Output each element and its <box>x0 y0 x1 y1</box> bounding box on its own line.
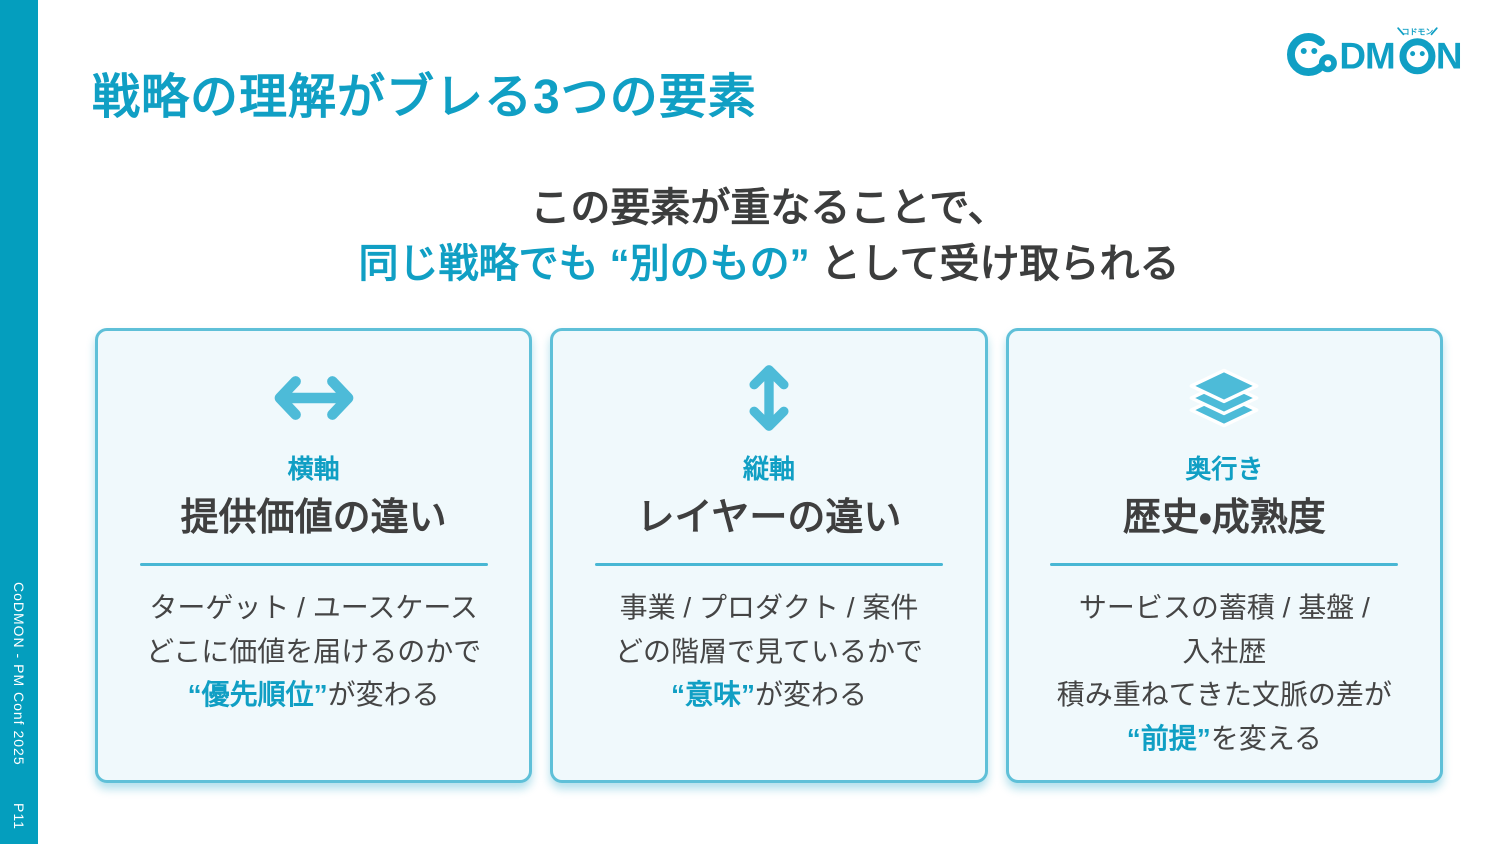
card-title: 提供価値の違い <box>180 496 447 539</box>
card-divider <box>595 563 943 567</box>
card-body-line: サービスの蓄積 / 基盤 / <box>1078 592 1370 624</box>
sidebar-footer-text: CoDMON - PM Conf 2025 <box>11 581 27 766</box>
slide-content: 戦略の理解がブレる3つの要素 DM コドモン N <box>38 0 1500 844</box>
lead-line2-rest: として受け取られる <box>809 241 1180 286</box>
card-title: 歴史・成熟度 <box>1122 496 1326 539</box>
card-body-line: “意味”が変わる <box>571 673 966 716</box>
card-horizontal-axis: 横軸 提供価値の違い ターゲット / ユースケース どこに価値を届けるのかで “… <box>95 327 533 783</box>
card-body-line: 入社歴 <box>1182 635 1267 667</box>
card-body-line: “前提”を変える <box>1027 717 1422 760</box>
card-depth: 奥行き 歴史・成熟度 サービスの蓄積 / 基盤 / 入社歴 積み重ねてきた文脈の… <box>1005 327 1443 783</box>
card-tail: が変わる <box>754 679 867 711</box>
sidebar-bar: CoDMON - PM Conf 2025 P11 <box>0 0 38 844</box>
vertical-arrows-icon <box>571 359 966 437</box>
card-highlight: “優先順位” <box>187 679 328 711</box>
card-highlight: “前提” <box>1126 722 1211 754</box>
sidebar-page-number: P11 <box>11 803 27 830</box>
card-body-line: 積み重ねてきた文脈の差が <box>1056 679 1392 711</box>
lead-line2: 同じ戦略でも “別のもの” として受け取られる <box>38 236 1500 292</box>
card-highlight: “意味” <box>670 679 755 711</box>
card-body: ターゲット / ユースケース どこに価値を届けるのかで “優先順位”が変わる <box>116 586 511 716</box>
logo-kana-text: コドモン <box>1402 27 1434 36</box>
card-body-line: “優先順位”が変わる <box>116 673 511 716</box>
card-tail: が変わる <box>327 679 440 711</box>
lead-line1: この要素が重なることで、 <box>530 185 1008 230</box>
card-body: サービスの蓄積 / 基盤 / 入社歴 積み重ねてきた文脈の差が “前提”を変える <box>1027 586 1422 760</box>
factor-cards: 横軸 提供価値の違い ターゲット / ユースケース どこに価値を届けるのかで “… <box>95 327 1443 783</box>
card-label: 縦軸 <box>742 453 795 484</box>
lead-line2-highlight: 同じ戦略でも “別のもの” <box>358 241 810 286</box>
sidebar-text: CoDMON - PM Conf 2025 P11 <box>0 582 38 830</box>
layers-icon <box>1027 359 1422 437</box>
horizontal-arrows-icon <box>116 359 511 437</box>
card-label: 奥行き <box>1185 453 1264 484</box>
card-vertical-axis: 縦軸 レイヤーの違い 事業 / プロダクト / 案件 どの階層で見ているかで “… <box>550 327 988 783</box>
card-divider <box>139 563 488 567</box>
card-title: レイヤーの違い <box>636 496 902 539</box>
card-body: 事業 / プロダクト / 案件 どの階層で見ているかで “意味”が変わる <box>571 586 966 716</box>
slide-title: 戦略の理解がブレる3つの要素 <box>92 71 757 124</box>
slide-header: 戦略の理解がブレる3つの要素 DM コドモン N <box>38 0 1500 125</box>
card-body-line: ターゲット / ユースケース <box>149 592 478 624</box>
card-body-line: どの階層で見ているかで <box>614 635 923 667</box>
card-body-line: どこに価値を届けるのかで <box>146 635 482 667</box>
card-body-line: 事業 / プロダクト / 案件 <box>619 592 919 624</box>
codmon-logo-icon: DM コドモン N <box>1287 27 1463 77</box>
logo-dm-text: DM <box>1339 36 1395 77</box>
card-label: 横軸 <box>287 453 340 484</box>
logo-n-text: N <box>1436 36 1463 77</box>
lead-statement: この要素が重なることで、 同じ戦略でも “別のもの” として受け取られる <box>38 180 1500 292</box>
codmon-logo: DM コドモン N <box>1284 22 1464 80</box>
card-tail: を変える <box>1210 722 1322 754</box>
card-divider <box>1050 563 1399 567</box>
